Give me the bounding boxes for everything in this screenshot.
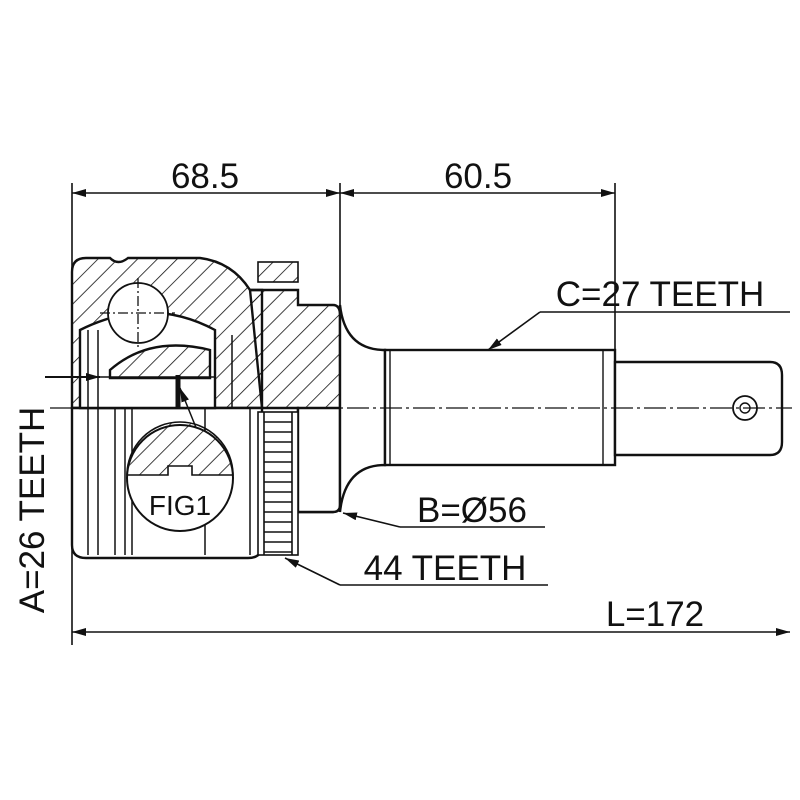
fig1-label: FIG1 [149, 490, 211, 521]
total-length-label: L=172 [606, 595, 704, 634]
inner-spline-label: A=26 TEETH [13, 407, 52, 614]
abs-teeth-label: 44 TEETH [364, 549, 527, 588]
dimension-60-5: 60.5 [444, 157, 512, 196]
dimension-68-5: 68.5 [171, 157, 239, 196]
fig1-detail: FIG1 [126, 421, 234, 532]
outer-spline-label: C=27 TEETH [556, 275, 764, 314]
abs-ring [257, 261, 299, 556]
diameter-label: B=Ø56 [417, 491, 527, 530]
